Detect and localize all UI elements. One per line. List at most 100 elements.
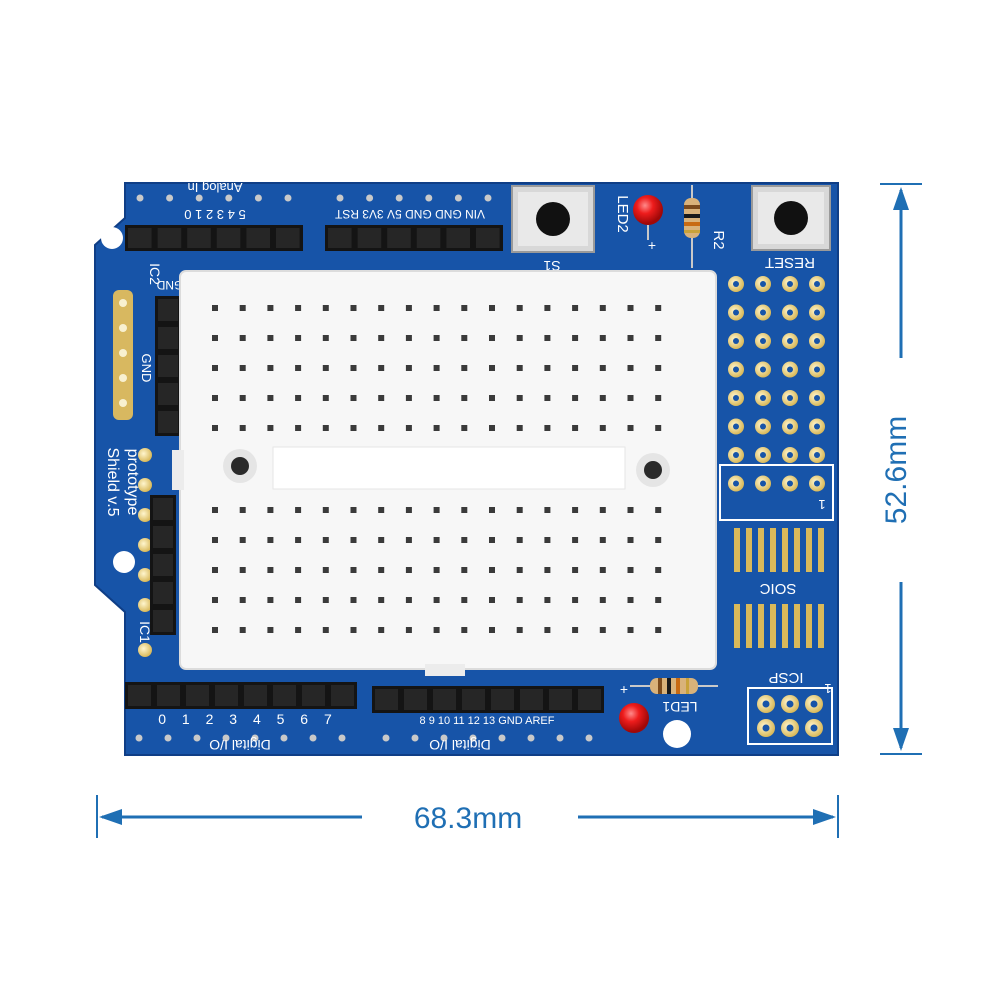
ic2-label: IC2 — [147, 263, 163, 285]
mounting-hole-bottom — [663, 720, 691, 748]
breadboard-hole — [655, 507, 662, 513]
breadboard-hole — [350, 335, 357, 341]
breadboard-hole — [322, 335, 329, 341]
icsp-pad-hole — [810, 700, 818, 708]
analog-pin-labels: 5 4 3 2 1 0 — [184, 207, 245, 222]
pin-dot — [309, 734, 317, 742]
soic-pad — [770, 604, 776, 648]
proto-grid-outline — [719, 464, 834, 521]
breadboard-hole — [516, 537, 523, 543]
breadboard-hole — [599, 507, 606, 513]
breadboard-hole — [544, 627, 551, 633]
header-socket — [357, 228, 382, 248]
proto-pad-hole — [760, 395, 766, 401]
pad — [119, 349, 127, 357]
led2 — [633, 195, 663, 240]
proto-pad-hole — [760, 452, 766, 458]
soic-label: SOIC — [760, 580, 797, 597]
breadboard-hole — [212, 335, 218, 341]
breadboard-hole — [295, 395, 302, 401]
breadboard-hole — [295, 567, 302, 573]
led1-plus: + — [620, 681, 628, 697]
header-socket — [158, 383, 178, 405]
r2-label: R2 — [710, 230, 727, 249]
header-socket — [153, 582, 173, 604]
ic1-label: IC1 — [137, 621, 153, 643]
breadboard-hole — [378, 305, 385, 311]
breadboard-hole — [239, 425, 246, 431]
header-socket — [433, 689, 456, 710]
breadboard-hole — [350, 395, 357, 401]
proto-pad-hole — [787, 338, 793, 344]
breadboard-hole — [405, 335, 412, 341]
icsp-pad-hole — [810, 724, 818, 732]
digital-high-pin-labels: 8 9 10 11 12 13 GND AREF — [420, 715, 555, 727]
mounting-hole-left — [113, 551, 135, 573]
header-socket — [462, 689, 485, 710]
proto-pad-hole — [733, 366, 739, 373]
breadboard-hole — [267, 627, 274, 633]
breadboard-hole — [655, 597, 662, 603]
header-socket — [549, 689, 572, 710]
digital-header-low — [125, 682, 357, 709]
header-socket — [216, 228, 241, 248]
breadboard-hole — [572, 425, 579, 431]
breadboard-hole — [322, 627, 329, 633]
breadboard-hole — [627, 335, 634, 341]
proto-pad-hole — [733, 309, 739, 316]
breadboard-hole — [267, 425, 274, 431]
breadboard-hole — [239, 567, 246, 573]
breadboard-hole — [322, 507, 329, 513]
breadboard-hole — [295, 335, 302, 341]
header-socket — [187, 228, 211, 248]
icsp-label: ICSP — [768, 669, 803, 686]
pad — [138, 643, 152, 657]
breadboard-hole — [544, 425, 551, 431]
breadboard-hole — [433, 425, 440, 431]
breadboard-hole — [489, 305, 495, 311]
breadboard-hole — [350, 425, 357, 431]
breadboard-hole — [350, 305, 357, 311]
breadboard-hole — [572, 537, 579, 543]
breadboard-hole — [516, 425, 523, 431]
breadboard-hole — [267, 305, 274, 311]
breadboard-hole — [516, 507, 523, 513]
proto-pad-hole — [787, 423, 793, 430]
breadboard-hole — [239, 365, 246, 371]
resistor-r2 — [684, 185, 700, 268]
breadboard-hole — [405, 395, 412, 401]
pad — [119, 399, 127, 407]
header-socket — [158, 327, 178, 349]
breadboard-hole — [544, 335, 551, 341]
proto-pad-hole — [814, 480, 820, 487]
power-header — [325, 225, 503, 251]
pin-dot — [366, 194, 374, 202]
breadboard-hole — [405, 597, 412, 603]
pad — [119, 374, 127, 382]
breadboard-hole — [405, 365, 412, 371]
breadboard-hole — [322, 305, 329, 311]
breadboard-hole — [378, 425, 385, 431]
breadboard-hole — [405, 537, 412, 543]
breadboard-hole — [378, 395, 385, 401]
header-socket — [153, 526, 173, 548]
proto-pad-hole — [787, 366, 793, 373]
breadboard-hole — [212, 425, 218, 431]
breadboard-hole — [572, 567, 579, 573]
pin-dot — [527, 734, 535, 742]
breadboard-hole — [572, 597, 579, 603]
soic-pad — [770, 528, 776, 572]
pin-dot — [498, 734, 506, 742]
board-name-line2: Shield v.5 — [104, 447, 121, 516]
icsp-pad-hole — [786, 724, 794, 732]
gnd-label-vertical: GND — [139, 354, 154, 383]
breadboard-hole — [295, 597, 302, 603]
breadboard-hole — [461, 335, 468, 341]
proto-pad-hole — [814, 338, 820, 344]
breadboard-hole — [295, 425, 302, 431]
breadboard-hole — [544, 305, 551, 311]
proto-pad-hole — [760, 309, 766, 316]
gnd-label-top: GND — [156, 278, 183, 292]
header-socket — [404, 689, 427, 710]
proto-pad-hole — [814, 423, 820, 430]
